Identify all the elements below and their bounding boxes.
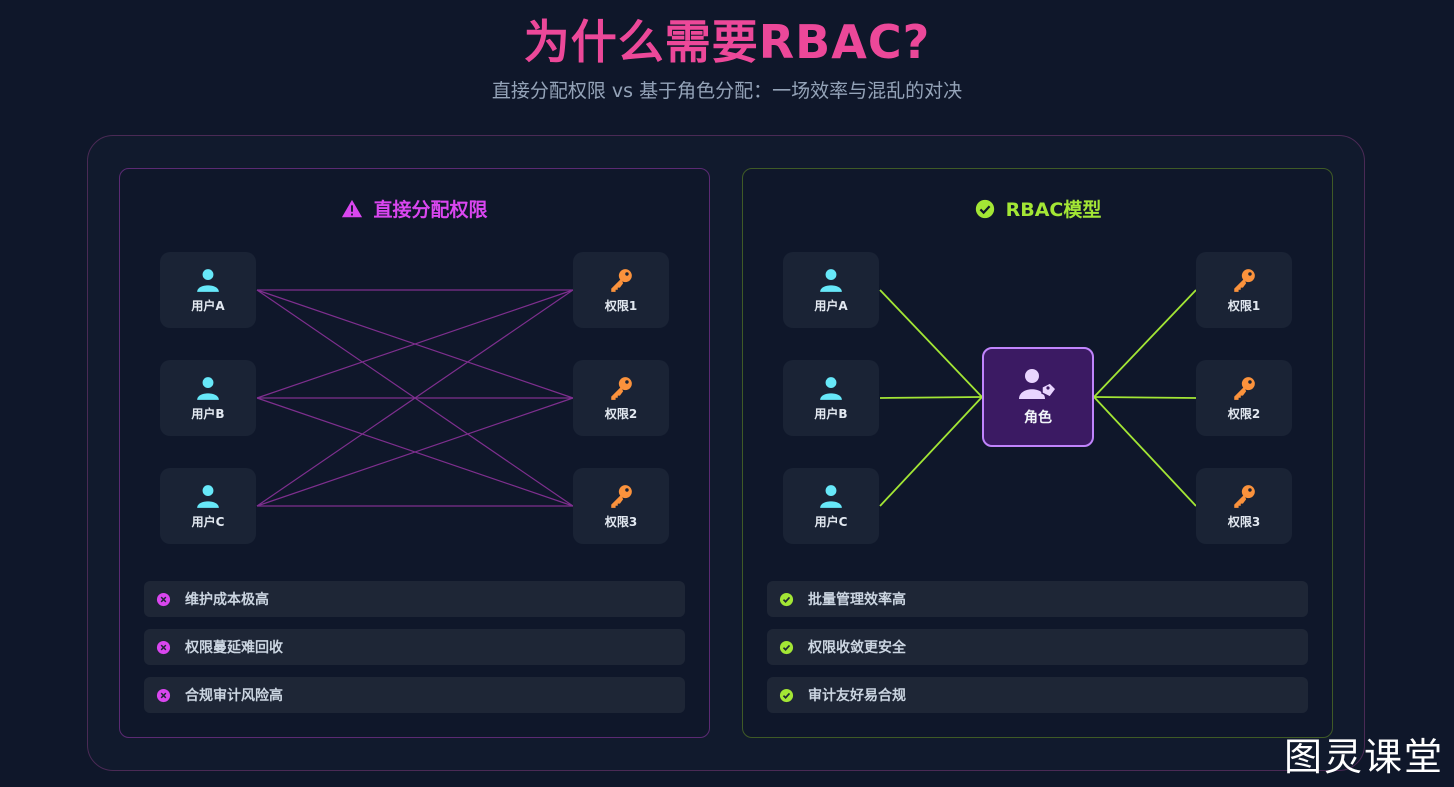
drawback-text: 权限蔓延难回收 <box>185 640 283 656</box>
drawback-text: 维护成本极高 <box>185 592 269 608</box>
permission-label: 权限1 <box>604 298 638 313</box>
user-label: 用户C <box>814 514 848 529</box>
permission-label: 权限3 <box>604 514 638 529</box>
check-circle-icon <box>779 592 794 606</box>
permission-label: 权限3 <box>1227 514 1261 529</box>
drawback-item: 合规审计风险高 <box>144 677 685 713</box>
drawback-item: 维护成本极高 <box>144 581 685 617</box>
user-node-c: 用户C <box>160 468 256 544</box>
key-icon <box>1234 484 1255 508</box>
many-to-many-links <box>256 289 574 507</box>
drawback-item: 权限蔓延难回收 <box>144 629 685 665</box>
check-circle-icon <box>779 640 794 654</box>
benefit-text: 批量管理效率高 <box>808 592 906 608</box>
role-links <box>879 289 1197 507</box>
benefit-text: 审计友好易合规 <box>808 688 906 704</box>
user-node-c: 用户C <box>783 468 879 544</box>
permission-node-1: 权限1 <box>1196 252 1292 328</box>
benefit-item: 权限收敛更安全 <box>767 629 1308 665</box>
check-circle-icon <box>975 199 994 218</box>
user-node-a: 用户A <box>160 252 256 328</box>
benefit-item: 批量管理效率高 <box>767 581 1308 617</box>
permission-node-1: 权限1 <box>573 252 669 328</box>
direct-assignment-heading: 直接分配权限 <box>120 195 709 222</box>
user-icon <box>197 268 219 292</box>
page-title: 为什么需要RBAC? <box>523 15 931 69</box>
check-circle-icon <box>779 688 794 702</box>
watermark: 图灵课堂 <box>1283 735 1444 779</box>
key-icon <box>611 376 632 400</box>
user-label: 用户B <box>814 406 848 421</box>
role-label: 角色 <box>1024 410 1052 426</box>
user-icon <box>197 376 219 400</box>
benefit-item: 审计友好易合规 <box>767 677 1308 713</box>
permission-node-2: 权限2 <box>1196 360 1292 436</box>
key-icon <box>1234 376 1255 400</box>
user-tag-icon <box>1019 369 1057 399</box>
permission-node-3: 权限3 <box>1196 468 1292 544</box>
x-circle-icon <box>156 592 171 606</box>
user-node-a: 用户A <box>783 252 879 328</box>
user-icon <box>197 484 219 508</box>
user-node-b: 用户B <box>160 360 256 436</box>
key-icon <box>611 268 632 292</box>
drawback-text: 合规审计风险高 <box>185 688 283 704</box>
rbac-title: RBAC模型 <box>1005 199 1102 221</box>
direct-assignment-panel: 直接分配权限 用户A 用户B 用户C 权限1 权限2 权 <box>119 168 710 738</box>
page-subtitle: 直接分配权限 vs 基于角色分配：一场效率与混乱的对决 <box>491 80 963 102</box>
key-icon <box>611 484 632 508</box>
warning-icon <box>342 199 363 217</box>
permission-node-3: 权限3 <box>573 468 669 544</box>
permission-label: 权限2 <box>1227 406 1261 421</box>
user-icon <box>820 268 842 292</box>
direct-assignment-title: 直接分配权限 <box>373 199 488 221</box>
permission-label: 权限1 <box>1227 298 1261 313</box>
user-icon <box>820 376 842 400</box>
user-icon <box>820 484 842 508</box>
benefit-text: 权限收敛更安全 <box>808 640 906 656</box>
rbac-panel: RBAC模型 用户A 用户B 用户C 角色 权限1 <box>742 168 1333 738</box>
user-label: 用户A <box>191 298 225 313</box>
rbac-heading: RBAC模型 <box>743 195 1332 222</box>
user-label: 用户C <box>191 514 225 529</box>
permission-label: 权限2 <box>604 406 638 421</box>
permission-node-2: 权限2 <box>573 360 669 436</box>
role-node: 角色 <box>982 347 1094 447</box>
x-circle-icon <box>156 688 171 702</box>
user-label: 用户B <box>191 406 225 421</box>
user-node-b: 用户B <box>783 360 879 436</box>
user-label: 用户A <box>814 298 848 313</box>
key-icon <box>1234 268 1255 292</box>
x-circle-icon <box>156 640 171 654</box>
